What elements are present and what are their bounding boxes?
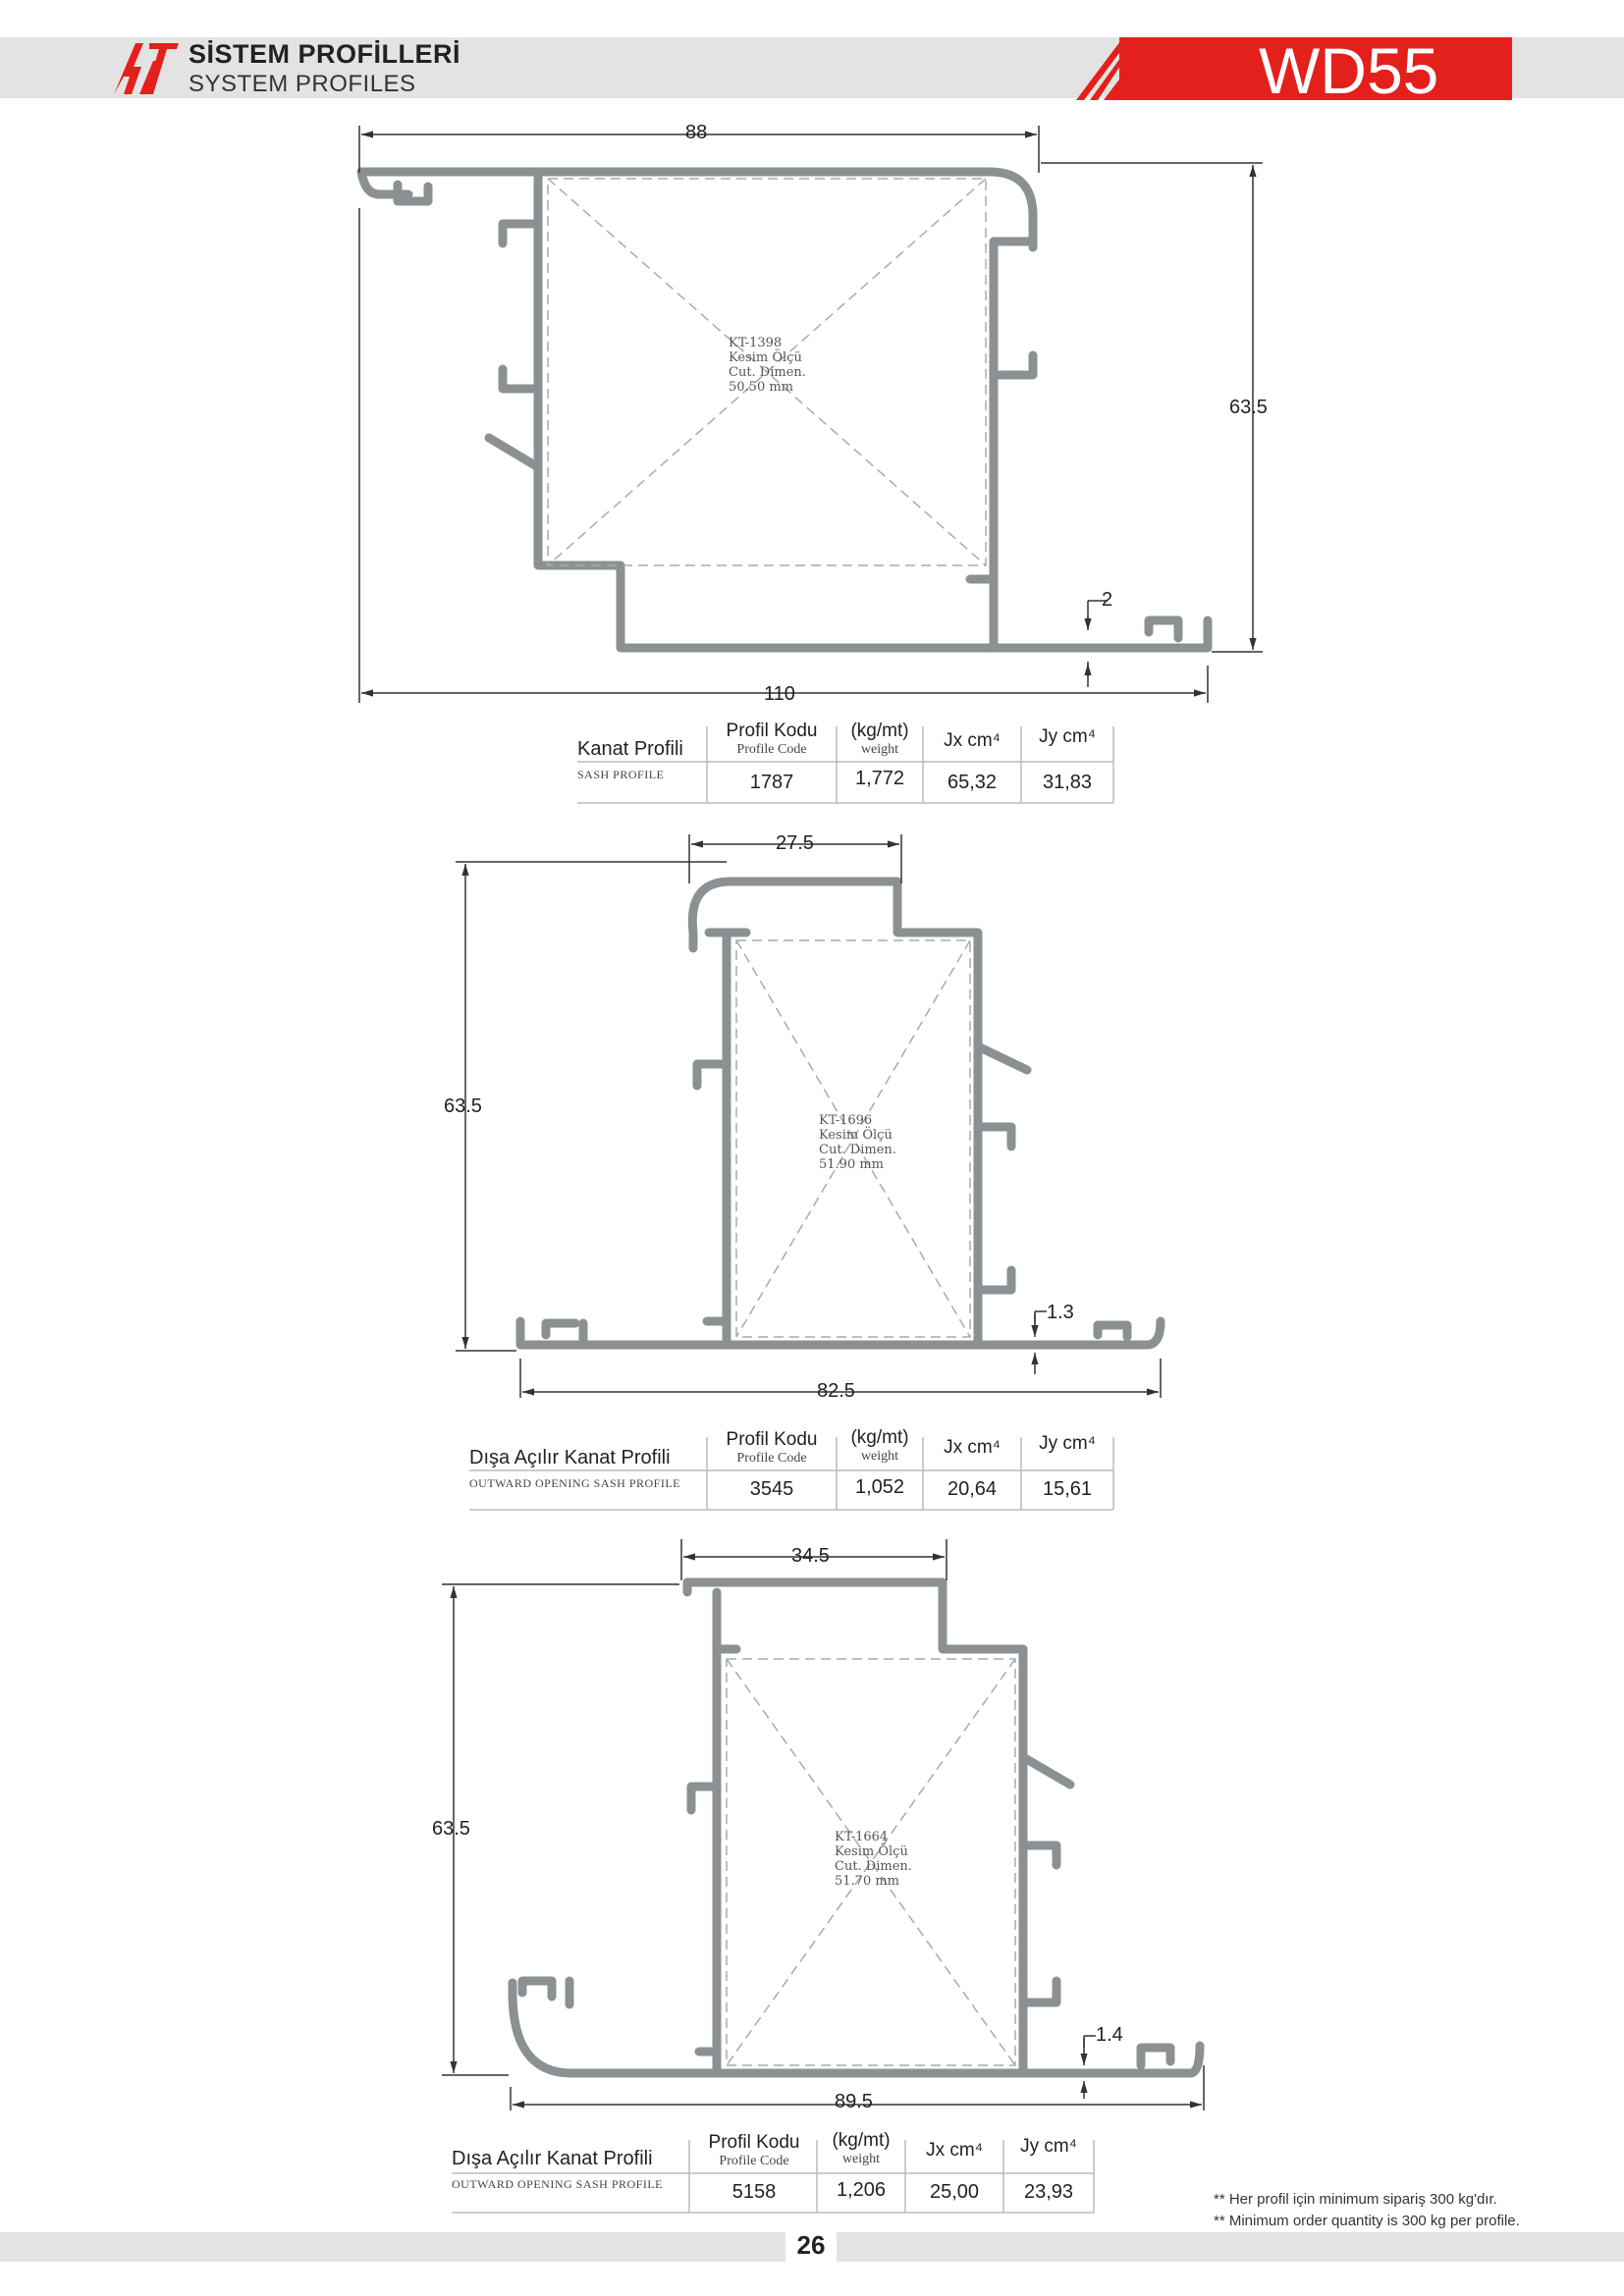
note-en: ** Minimum order quantity is 300 kg per … [1214,2213,1520,2229]
p2-jy: 15,61 [1042,1478,1093,1500]
profile-2-dimensions [456,834,1162,1398]
page-number: 26 [796,2230,826,2260]
p1-profile-name: Kanat Profili [577,738,683,760]
p3-dim-step: 1.4 [1096,2024,1123,2046]
brand-subtitle: SYSTEM PROFILES [189,71,416,97]
p2-weight: 1,052 [854,1476,905,1498]
p1-th-code: Profil Kodu [726,721,818,741]
p2-profile-name: Dışa Açılır Kanat Profili [469,1447,671,1468]
p1-profile-name-en: SASH PROFILE [577,768,665,781]
p3-dim-top: 34.5 [791,1545,830,1567]
p2-profile-name-en: OUTWARD OPENING SASH PROFILE [469,1476,681,1490]
p1-th-weight: (kg/mt) [850,721,909,741]
p2-th-jy: Jy cm⁴ [1039,1433,1096,1454]
p1-th-jy: Jy cm⁴ [1039,726,1096,747]
profile-1-cut-diagonals [547,178,987,566]
p2-dim-bottom: 82.5 [817,1380,855,1402]
p1-dim-top: 88 [685,122,708,143]
profile-2-drawing [515,877,1165,1350]
p1-dim-right: 63.5 [1229,397,1268,418]
brand-title: SİSTEM PROFİLLERİ [189,39,461,69]
p2-dim-top: 27.5 [776,832,814,854]
p3-th-weight: (kg/mt) [832,2130,891,2151]
p2-dim-left: 63.5 [444,1095,482,1117]
profile-1-dimensions [358,126,1263,703]
p2-th-jx: Jx cm⁴ [944,1437,1001,1458]
table-borders [452,726,1114,2214]
p1-th-jx: Jx cm⁴ [944,730,1001,751]
p3-profile-name: Dışa Açılır Kanat Profili [452,2148,653,2169]
p3-jy: 23,93 [1023,2181,1074,2203]
p1-cut-label: KT-1398 Kesim Ölçü Cut. Dimen. 50.50 mm [729,336,806,395]
p2-th-weight-en: weight [860,1449,899,1464]
profile-2-cut-diagonals [735,939,971,1338]
p2-jx: 20,64 [947,1478,998,1500]
p2-cut-label: KT-1696 Kesim Ölçü Cut. Dimen. 51.90 mm [819,1113,896,1172]
p3-dim-bottom: 89.5 [835,2091,873,2112]
p3-dim-left: 63.5 [432,1818,470,1840]
p2-th-code: Profil Kodu [726,1429,818,1450]
p1-jx: 65,32 [947,772,998,793]
model-name: WD55 [1259,34,1439,107]
p3-th-weight-en: weight [841,2152,881,2166]
profile-1-drawing [356,167,1213,653]
model-box [1119,37,1512,100]
p3-th-code-en: Profile Code [719,2154,789,2168]
page-number-box [785,2228,837,2266]
p3-cut-label: KT-1664 Kesim Ölçü Cut. Dimen. 51.70 mm [835,1830,912,1889]
p3-th-jy: Jy cm⁴ [1020,2136,1077,2157]
p3-weight: 1,206 [836,2179,887,2201]
p1-weight: 1,772 [854,768,905,789]
p1-dim-step: 2 [1102,589,1113,611]
p2-th-code-en: Profile Code [736,1451,807,1466]
profile-3-cut-diagonals [726,1658,1016,2066]
p2-code: 3545 [749,1478,794,1500]
profile-3-drawing [508,1577,1205,2078]
p1-th-code-en: Profile Code [736,742,807,757]
p1-dim-bottom: 110 [764,683,795,705]
p3-jx: 25,00 [929,2181,980,2203]
p1-th-weight-en: weight [860,742,899,757]
profile-3-dimensions [442,1539,1205,2110]
p3-th-code: Profil Kodu [708,2132,800,2153]
p2-dim-step: 1.3 [1047,1302,1074,1323]
p3-th-jx: Jx cm⁴ [926,2140,983,2161]
p1-code: 1787 [749,772,794,793]
p2-th-weight: (kg/mt) [850,1427,909,1448]
p3-profile-name-en: OUTWARD OPENING SASH PROFILE [452,2177,664,2191]
app-logo-icon [114,43,179,94]
note-tr: ** Her profil için minimum sipariş 300 k… [1214,2191,1497,2208]
p3-code: 5158 [731,2181,777,2203]
p1-jy: 31,83 [1042,772,1093,793]
